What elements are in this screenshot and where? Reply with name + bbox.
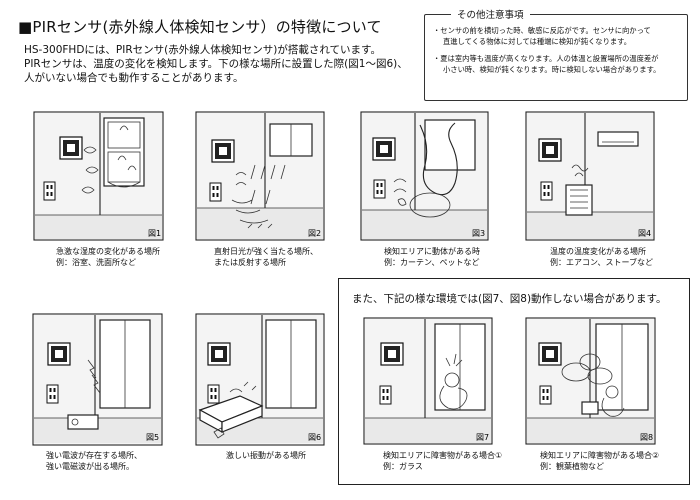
notes-title: その他注意事項 (451, 7, 530, 21)
figure-2-label: 図2 (308, 229, 321, 238)
figure-8-label: 図8 (640, 433, 653, 442)
bottom-box (338, 278, 690, 485)
figure-7-illustration (363, 317, 493, 445)
figure-2-illustration (195, 111, 325, 241)
figure-3-caption-1: 検知エリアに動体がある時 (384, 246, 480, 256)
figure-1-illustration (33, 111, 164, 241)
figure-4-label: 図4 (638, 229, 651, 238)
note-item: ・夏は室内等も温度が高くなります。人の体温と設置場所の温度差が 小さい時、検知が… (433, 53, 681, 75)
figure-4-illustration (525, 111, 655, 241)
figure-5-caption-2: 強い電磁波が出る場所。 (46, 461, 134, 471)
figure-3-label: 図3 (472, 229, 485, 238)
note-line: 小さい時、検知が鈍くなります。時に検知しない場合があります。 (443, 65, 661, 74)
figure-5-label: 図5 (146, 433, 159, 442)
figure-1-caption-1: 急激な湿度の変化がある場所 (56, 246, 160, 256)
figure-2-caption-2: または反射する場所 (214, 257, 286, 267)
intro-line-2: PIRセンサは、温度の変化を検知します。下の様な場所に設置した際(図1～図6)、 (24, 58, 408, 70)
note-line: ・夏は室内等も温度が高くなります。人の体温と設置場所の温度差が (433, 54, 659, 63)
page-title: ■PIRセンサ(赤外線人体検知センサ）の特徴について (18, 18, 382, 36)
figure-6-label: 図6 (308, 433, 321, 442)
figure-7-caption-2: 例：ガラス (383, 461, 423, 471)
figure-8-caption-1: 検知エリアに障害物がある場合② (540, 450, 659, 460)
figure-1-caption-2: 例：浴室、洗面所など (56, 257, 136, 267)
intro-line-1: HS-300FHDには、PIRセンサ(赤外線人体検知センサ)が搭載されています。 (24, 44, 381, 56)
figure-5-illustration (32, 313, 163, 446)
figure-1-label: 図1 (148, 229, 161, 238)
note-item: ・センサの前を横切った時、敏感に反応がです。センサに向かって 直進してくる物体に… (433, 25, 681, 47)
figure-2-caption-1: 直射日光が強く当たる場所、 (214, 246, 318, 256)
figure-8-illustration (525, 317, 656, 445)
notes-list: ・センサの前を横切った時、敏感に反応がです。センサに向かって 直進してくる物体に… (433, 25, 681, 81)
intro-text: HS-300FHDには、PIRセンサ(赤外線人体検知センサ)が搭載されています。… (24, 43, 408, 85)
figure-3-illustration (360, 111, 489, 241)
bottom-title: また、下記の様な環境では(図7、図8)動作しない場合があります。 (352, 293, 667, 305)
figure-6-caption-1: 激しい振動がある場所 (226, 450, 306, 460)
figure-3-caption-2: 例：カーテン、ペットなど (384, 257, 480, 267)
figure-5-caption-1: 強い電波が存在する場所、 (46, 450, 142, 460)
figure-8-caption-2: 例：観葉植物など (540, 461, 604, 471)
figure-4-caption-1: 温度の温度変化がある場所 (550, 246, 646, 256)
figure-7-caption-1: 検知エリアに障害物がある場合① (383, 450, 502, 460)
notes-box: その他注意事項 ・センサの前を横切った時、敏感に反応がです。センサに向かって 直… (424, 7, 688, 101)
note-line: 直進してくる物体に対しては種端に検知が鈍くなります。 (443, 37, 632, 46)
note-line: ・センサの前を横切った時、敏感に反応がです。センサに向かって (433, 26, 651, 35)
intro-line-3: 人がいない場合でも動作することがあります。 (24, 72, 244, 84)
figure-7-label: 図7 (476, 433, 489, 442)
figure-4-caption-2: 例：エアコン、ストーブなど (550, 257, 653, 267)
figure-6-illustration (195, 313, 325, 446)
